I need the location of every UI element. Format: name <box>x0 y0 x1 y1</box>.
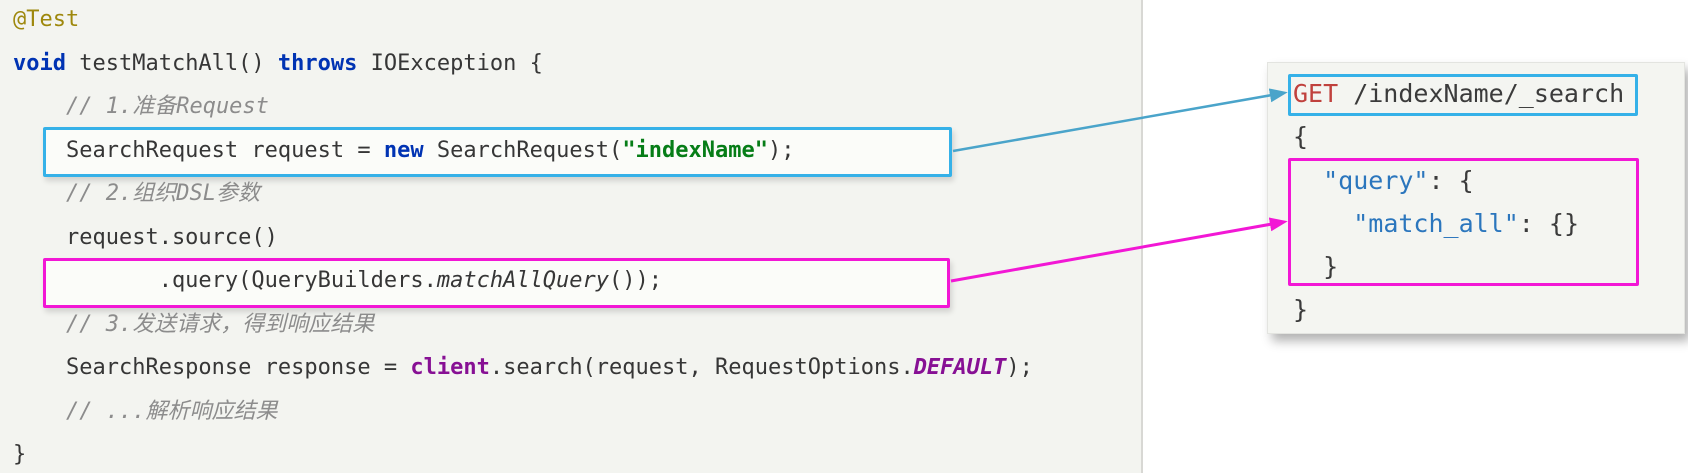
java-code-block: @Test void testMatchAll() throws IOExcept… <box>13 0 1033 473</box>
code-line: SearchRequest request = new SearchReques… <box>13 129 1033 173</box>
code-line: request.source() <box>13 216 1033 260</box>
code-line: "query": { <box>1293 159 1624 202</box>
code-token: IOException { <box>357 50 543 76</box>
code-token: new <box>383 137 424 163</box>
code-token: @Test <box>13 7 80 32</box>
code-line: GET /indexName/_search <box>1293 72 1624 115</box>
code-line: "match_all": {} <box>1293 202 1624 245</box>
dsl-request-card: GET /indexName/_search { "query": { "matc… <box>1267 62 1685 334</box>
code-line: } <box>13 433 1033 473</box>
code-token: // ...解析响应结果 <box>13 398 278 424</box>
code-token: /indexName/_search <box>1338 79 1625 108</box>
code-token: SearchRequest( <box>423 137 623 163</box>
code-token: "indexName" <box>622 137 769 163</box>
code-token: client <box>410 355 490 380</box>
code-token: DEFAULT <box>913 355 1007 380</box>
code-line: { <box>1293 115 1624 158</box>
code-line: } <box>1293 245 1624 288</box>
code-token: SearchRequest request = <box>13 137 384 163</box>
code-token: testMatchAll() <box>65 50 278 76</box>
code-token: ()); <box>609 268 663 293</box>
code-token: throws <box>277 50 358 76</box>
dsl-code-block: GET /indexName/_search { "query": { "matc… <box>1293 72 1624 332</box>
code-token: // 3.发送请求，得到响应结果 <box>13 311 375 337</box>
code-token: request.source() <box>13 224 278 250</box>
code-token: SearchResponse response = <box>13 355 411 380</box>
code-line: .query(QueryBuilders.matchAllQuery()); <box>13 259 1033 303</box>
code-token <box>1293 166 1323 195</box>
search-request-highlight-box <box>43 127 952 177</box>
query-builder-highlight-box <box>43 258 950 308</box>
code-token: ); <box>1006 355 1033 380</box>
code-token: void <box>13 50 66 76</box>
code-line: // 3.发送请求，得到响应结果 <box>13 303 1033 347</box>
code-token: // 2.组织DSL参数 <box>13 181 260 206</box>
code-line: // ...解析响应结果 <box>13 390 1033 434</box>
code-token: // 1.准备Request <box>13 94 269 119</box>
code-line: // 1.准备Request <box>13 85 1033 129</box>
code-token: : { <box>1428 165 1474 195</box>
code-token <box>1293 209 1353 238</box>
code-line: } <box>1293 288 1624 331</box>
code-line: SearchResponse response = client.search(… <box>13 346 1033 390</box>
code-token: matchAllQuery <box>436 268 610 293</box>
code-token: { <box>1293 122 1309 152</box>
code-token: } <box>1293 295 1309 325</box>
code-token: "query" <box>1323 165 1429 195</box>
code-line: // 2.组织DSL参数 <box>13 172 1033 216</box>
get-endpoint-highlight-box <box>1288 74 1638 116</box>
code-token: ); <box>768 137 795 163</box>
code-token: .query(QueryBuilders. <box>13 268 437 293</box>
code-line: @Test <box>13 0 1033 42</box>
code-token: } <box>1293 252 1339 282</box>
code-token: "match_all" <box>1353 208 1519 238</box>
code-token: GET <box>1293 79 1339 108</box>
code-token: : {} <box>1518 208 1580 238</box>
java-code-panel: @Test void testMatchAll() throws IOExcept… <box>0 0 1143 473</box>
code-token: } <box>13 442 27 467</box>
code-token: .search(request, RequestOptions. <box>489 355 914 380</box>
match-all-highlight-box <box>1288 158 1639 286</box>
code-line: void testMatchAll() throws IOException { <box>13 42 1033 86</box>
